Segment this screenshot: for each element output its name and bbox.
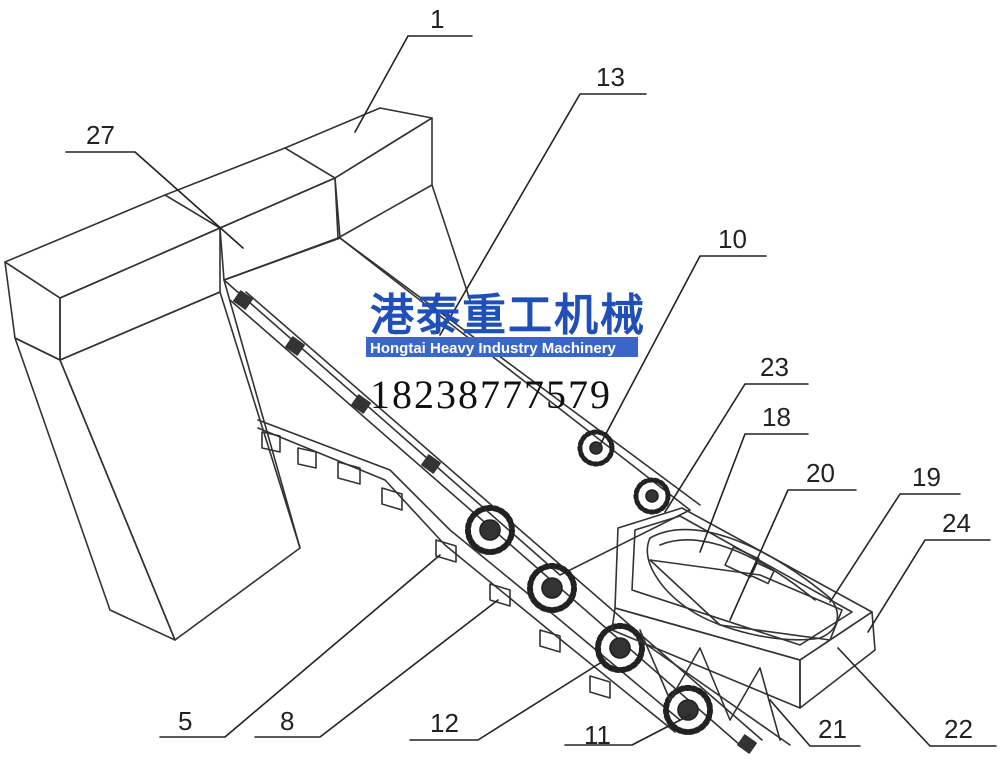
ship <box>646 528 839 641</box>
leader-24 <box>867 539 991 633</box>
callout-22: 22 <box>944 714 973 744</box>
callout-11: 11 <box>584 720 611 750</box>
bracket <box>539 629 561 653</box>
ship-cabin <box>724 546 760 578</box>
dam-left-block-front <box>4 261 61 361</box>
dam-top-beam <box>164 147 336 229</box>
gear-wheel <box>465 505 515 555</box>
leader-22 <box>837 647 997 747</box>
rail-roller <box>737 734 757 754</box>
watermark-phone: 18238777579 <box>370 372 612 417</box>
callout-23: 23 <box>760 352 789 382</box>
callout-12: 12 <box>430 708 459 738</box>
bracket <box>489 583 511 607</box>
dam-right-edge <box>431 184 471 301</box>
ramp-surface <box>223 237 691 576</box>
chamber-inner <box>631 515 853 646</box>
rail-roller <box>285 336 305 356</box>
dam-right-tower-front <box>334 117 433 239</box>
leader-8 <box>254 599 499 738</box>
leader-11 <box>564 714 691 746</box>
callout-27: 27 <box>86 120 115 150</box>
callout-13: 13 <box>596 62 625 92</box>
chamber-water <box>649 559 843 641</box>
callout-21: 21 <box>818 714 847 744</box>
rail-roller <box>233 290 253 310</box>
leader-23 <box>664 383 809 513</box>
gear-wheel <box>577 429 615 467</box>
ramp-upper-edge <box>339 237 701 506</box>
leader-lines <box>65 35 997 747</box>
callout-10: 10 <box>718 224 747 254</box>
watermark-company-en: Hongtai Heavy Industry Machinery <box>370 340 617 357</box>
watermark: 港泰重工机械 Hongtai Heavy Industry Machinery … <box>366 290 646 417</box>
callout-19: 19 <box>912 462 941 492</box>
chamber-truss-base <box>639 639 791 746</box>
leader-10 <box>599 255 767 446</box>
leader-19 <box>829 493 961 603</box>
watermark-banner <box>366 337 638 357</box>
leader-1 <box>354 35 473 133</box>
callout-24: 24 <box>942 508 971 538</box>
watermark-company-cn: 港泰重工机械 <box>370 290 646 341</box>
dam-left-wall-inner <box>59 291 301 641</box>
dam-right-tower-top <box>284 107 433 179</box>
support-beam-bottom <box>257 427 676 733</box>
bracket <box>297 447 317 469</box>
callout-labels: 1 13 27 10 23 18 20 19 24 5 8 12 11 21 2… <box>86 4 973 750</box>
ship-hull <box>646 528 839 641</box>
gear-wheels <box>465 429 713 735</box>
callout-20: 20 <box>806 458 835 488</box>
rail-roller <box>421 454 441 474</box>
callout-18: 18 <box>762 402 791 432</box>
leader-21 <box>769 699 861 747</box>
leader-5 <box>159 554 441 738</box>
gear-wheel <box>595 623 645 673</box>
bracket <box>435 539 457 563</box>
leader-18 <box>699 433 809 553</box>
callout-8: 8 <box>280 706 294 736</box>
callout-1: 1 <box>430 4 444 34</box>
bracket <box>261 431 281 453</box>
ramp-underside <box>223 279 301 549</box>
chamber-side-wall <box>799 611 876 709</box>
bracket <box>589 675 611 699</box>
bracket <box>337 461 361 485</box>
gear-wheel <box>633 477 671 515</box>
leader-20 <box>729 489 857 621</box>
leader-13 <box>439 93 647 336</box>
gear-wheel <box>663 685 713 735</box>
callout-5: 5 <box>178 706 192 736</box>
bracket <box>381 487 403 511</box>
chamber-truss <box>639 629 781 741</box>
leader-12 <box>409 659 606 741</box>
dam-left-wall-face <box>14 337 176 641</box>
rail-roller <box>351 394 371 414</box>
gear-wheel <box>527 563 577 613</box>
leader-27 <box>65 151 244 249</box>
dam-gate-opening <box>219 177 341 281</box>
dam-left-block-side <box>59 227 221 361</box>
